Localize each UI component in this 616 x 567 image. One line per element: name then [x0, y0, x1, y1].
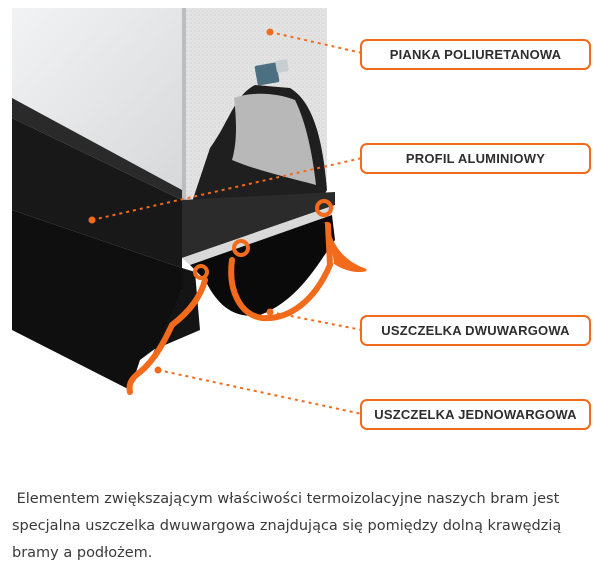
- bottom-frame: [12, 98, 200, 390]
- leader-dot-double-seal: [266, 308, 274, 316]
- leader-dot-single-seal: [154, 366, 162, 374]
- label-foam-text: PIANKA POLIURETANOWA: [389, 47, 562, 62]
- label-single-seal-text: USZCZELKA JEDNOWARGOWA: [374, 407, 577, 422]
- leader-dots: [88, 28, 274, 374]
- label-profile-text: PROFIL ALUMINIOWY: [405, 151, 546, 166]
- caption-text: Elementem zwiększającym właściwości term…: [12, 490, 566, 561]
- door-seal-diagram: PIANKA POLIURETANOWA PROFIL ALUMINIOWY U…: [12, 8, 591, 430]
- leader-dot-foam: [266, 28, 274, 36]
- leader-double-seal: [269, 311, 363, 331]
- label-profile: PROFIL ALUMINIOWY: [360, 143, 591, 174]
- label-foam: PIANKA POLIURETANOWA: [360, 39, 591, 70]
- label-double-seal: USZCZELKA DWUWARGOWA: [360, 315, 591, 346]
- cross-section-illustration: [12, 8, 367, 415]
- leader-single-seal: [157, 369, 363, 415]
- label-single-seal: USZCZELKA JEDNOWARGOWA: [360, 399, 591, 430]
- leader-lines: [91, 31, 363, 415]
- leader-foam: [269, 31, 363, 54]
- double-lip-seal: [193, 199, 367, 322]
- door-panel-back: [12, 8, 182, 190]
- label-double-seal-text: USZCZELKA DWUWARGOWA: [381, 323, 570, 338]
- aluminium-profile: [182, 59, 335, 265]
- leader-dot-profile: [88, 216, 96, 224]
- single-lip-seal: [126, 277, 208, 395]
- seal-body: [190, 215, 335, 316]
